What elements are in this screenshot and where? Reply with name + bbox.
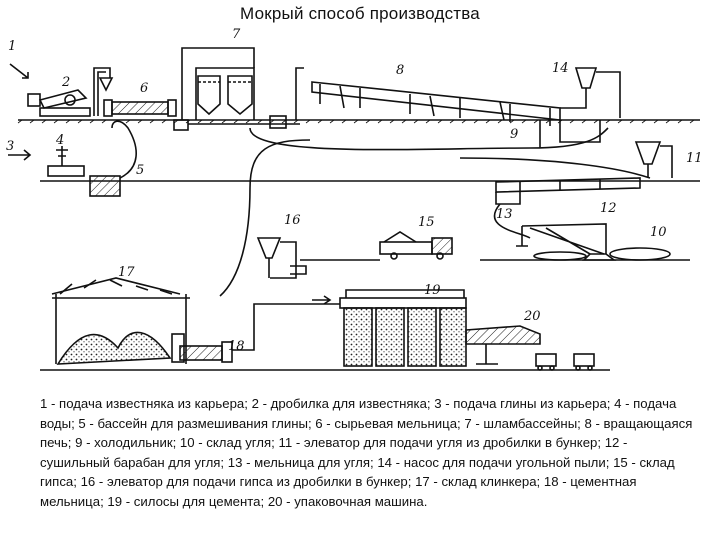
arrow-clay-supply	[8, 149, 32, 161]
water-supply	[56, 146, 68, 166]
label-15: 15	[418, 215, 435, 230]
clinker-store	[51, 277, 190, 365]
cement-silos	[312, 289, 467, 367]
slurry-basins	[173, 47, 287, 131]
label-3: 3	[6, 139, 14, 154]
label-5: 5	[136, 163, 144, 178]
coal-elevator	[634, 141, 673, 178]
label-13: 13	[496, 207, 513, 222]
label-9: 9	[510, 127, 518, 142]
clay-basin	[47, 120, 137, 197]
label-12: 12	[600, 201, 617, 216]
label-7: 7	[232, 28, 241, 42]
label-4: 4	[55, 133, 64, 148]
label-16: 16	[284, 213, 301, 228]
gypsum-elevator	[256, 237, 307, 279]
label-18: 18	[228, 339, 245, 354]
label-1: 1	[8, 39, 16, 54]
label-2: 2	[61, 75, 70, 90]
limestone-crusher	[27, 89, 91, 117]
coal-mill	[493, 192, 531, 239]
label-20: 20	[523, 309, 541, 324]
packing-machine	[465, 325, 595, 371]
label-10: 10	[650, 225, 667, 240]
diagram-title: Мокрый способ производства	[240, 4, 480, 23]
coal-drying-drum	[495, 177, 641, 193]
raw-mill	[103, 99, 177, 117]
legend-text: 1 - подача известняка из карьера; 2 - др…	[40, 396, 693, 509]
gypsum-store	[379, 231, 453, 260]
label-8: 8	[396, 63, 404, 78]
arrow-limestone-supply	[9, 63, 29, 79]
cement-mill	[171, 333, 233, 363]
elevator-raw	[93, 67, 111, 116]
label-19: 19	[424, 283, 441, 298]
label-11: 11	[686, 151, 703, 166]
label-17: 17	[118, 265, 135, 280]
cooler	[539, 120, 601, 148]
coal-crane	[516, 223, 671, 261]
label-6: 6	[140, 81, 148, 96]
production-scheme: 1 2 3 4 5 6 7 8 9 10 11 12 13 14 15 16 1…	[6, 28, 703, 371]
coal-dust-pump	[560, 67, 621, 118]
label-14: 14	[552, 61, 569, 76]
